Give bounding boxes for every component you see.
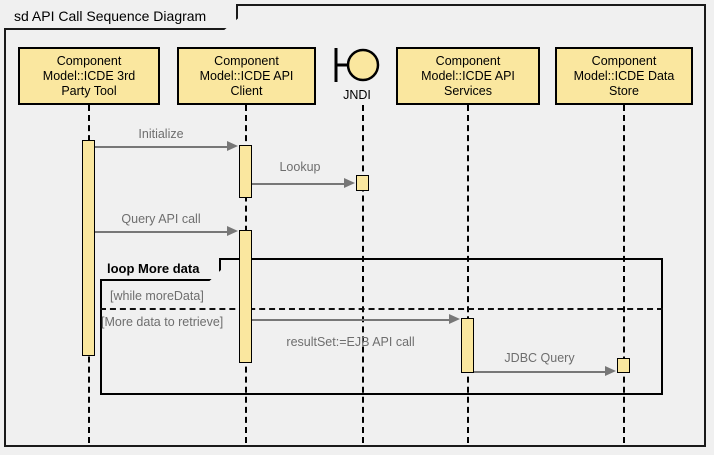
lifeline-label-line2: Model::ICDE Data [573, 68, 675, 83]
loop-fragment-guard: [while moreData] [110, 289, 204, 303]
loop-fragment-separator [100, 308, 663, 310]
loop-fragment-condition: [More data to retrieve] [101, 315, 224, 329]
lifeline-line-data-store [623, 105, 625, 443]
lifeline-head-api-services[interactable]: Component Model::ICDE API Services [396, 47, 540, 105]
message-arrowhead-query-api-call [227, 226, 238, 236]
lifeline-label-jndi: JNDI [343, 88, 371, 102]
lifeline-label-line3: Client [230, 83, 263, 98]
lifeline-head-api-client[interactable]: Component Model::ICDE API Client [177, 47, 316, 105]
lifeline-label-line2: Model::ICDE API [199, 68, 294, 83]
message-line-initialize [95, 146, 227, 148]
lifeline-head-third-party-tool[interactable]: Component Model::ICDE 3rd Party Tool [18, 47, 160, 105]
lifeline-label-line3: Party Tool [61, 83, 117, 98]
loop-fragment [100, 258, 663, 395]
message-label-initialize: Initialize [138, 127, 184, 141]
message-label-query-api-call: Query API call [121, 212, 201, 226]
message-arrowhead-jdbc-query [605, 366, 616, 376]
lifeline-label-line1: Component [56, 53, 122, 68]
lifeline-label-line3: Store [609, 83, 639, 98]
lifeline-label-line2: Model::ICDE 3rd [42, 68, 136, 83]
activation-jndi-lookup[interactable] [356, 175, 369, 191]
activation-api-client-query[interactable] [239, 230, 252, 363]
message-label-jdbc-query: JDBC Query [504, 351, 575, 365]
lifeline-label-line3: Services [444, 83, 492, 98]
lifeline-label-line1: Component [435, 53, 501, 68]
lifeline-line-jndi [362, 105, 364, 443]
lifeline-label-line1: Component [591, 53, 657, 68]
lifeline-line-api-services [467, 105, 469, 443]
activation-api-client-initialize[interactable] [239, 145, 252, 198]
message-line-jdbc-query [474, 371, 605, 373]
message-arrowhead-ejb-api-call [449, 314, 460, 324]
loop-fragment-operator-tab: loop More data [100, 258, 221, 281]
message-label-ejb-api-call: resultSet:=EJB API call [286, 335, 415, 349]
activation-third-party-tool[interactable] [82, 140, 95, 356]
jndi-interface-icon[interactable] [330, 44, 384, 86]
lifeline-label-line2: Model::ICDE API [421, 68, 515, 83]
lifeline-label-line1: Component [214, 53, 279, 68]
activation-data-store[interactable] [617, 358, 630, 373]
lifeline-head-data-store[interactable]: Component Model::ICDE Data Store [555, 47, 693, 105]
message-line-query-api-call [95, 231, 227, 233]
diagram-title-tab: sd API Call Sequence Diagram [4, 4, 238, 30]
message-label-lookup: Lookup [279, 160, 321, 174]
message-arrowhead-lookup [344, 178, 355, 188]
message-line-ejb-api-call [252, 319, 449, 321]
activation-api-services[interactable] [461, 318, 474, 373]
message-arrowhead-initialize [227, 141, 238, 151]
message-line-lookup [252, 183, 344, 185]
